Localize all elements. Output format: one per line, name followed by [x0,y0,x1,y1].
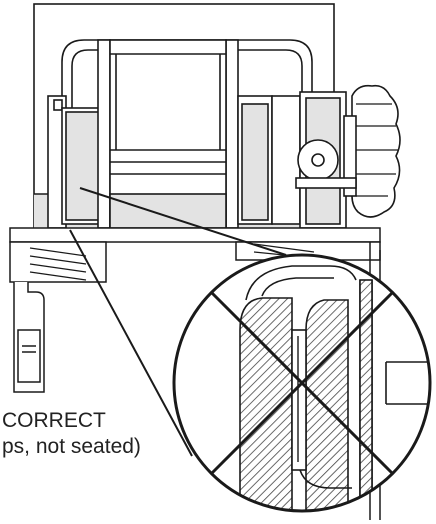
magnified-detail [172,253,432,513]
label-note: ps, not seated) [2,435,141,458]
callout-pointer [69,187,287,457]
incorrect-label: CORRECT ps, not seated) [2,408,141,460]
adjustment-knob [295,84,401,218]
label-status: CORRECT [2,409,106,432]
housing-body [33,3,347,233]
